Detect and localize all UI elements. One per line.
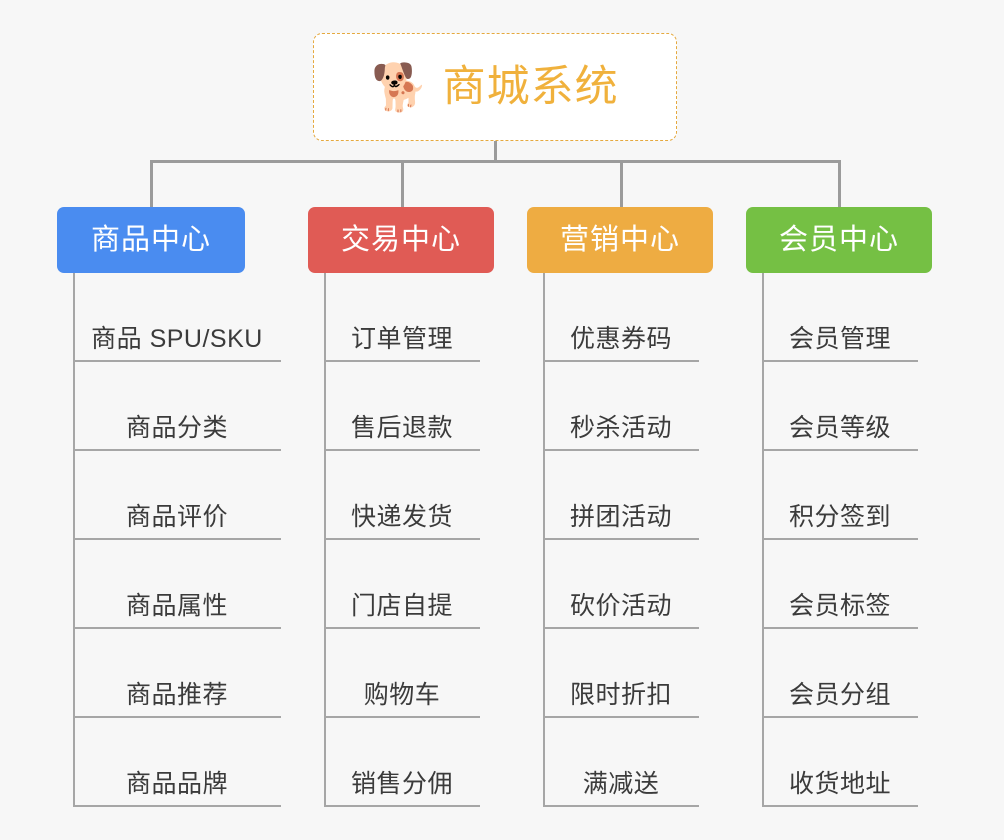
leaf-item-label: 会员分组	[788, 681, 891, 709]
leaf-item-label: 商品分类	[125, 414, 228, 442]
leaf-item[interactable]: 商品属性	[73, 540, 281, 629]
leaf-item-label: 商品推荐	[125, 681, 228, 709]
leaf-list-product-center: 商品 SPU/SKU 商品分类 商品评价 商品属性 商品推荐 商品品牌	[73, 273, 281, 807]
branch-header-label: 营销中心	[559, 223, 680, 256]
leaf-item-label: 满减送	[582, 770, 660, 798]
leaf-item[interactable]: 砍价活动	[543, 540, 699, 629]
branch-header-label: 会员中心	[778, 223, 899, 256]
leaf-item[interactable]: 销售分佣	[324, 718, 480, 807]
leaf-item[interactable]: 会员等级	[762, 362, 918, 451]
leaf-item-label: 商品品牌	[125, 770, 228, 798]
leaf-item-label: 拼团活动	[569, 503, 672, 531]
leaf-item-label: 秒杀活动	[569, 414, 672, 442]
branch-header-member-center[interactable]: 会员中心	[746, 207, 932, 273]
leaf-item-label: 销售分佣	[350, 770, 453, 798]
leaf-item-label: 优惠券码	[569, 325, 672, 353]
branch-header-product-center[interactable]: 商品中心	[57, 207, 245, 273]
leaf-list-transaction-center: 订单管理 售后退款 快递发货 门店自提 购物车 销售分佣	[324, 273, 480, 807]
branch-header-transaction-center[interactable]: 交易中心	[308, 207, 494, 273]
leaf-item-label: 会员等级	[788, 414, 891, 442]
branch-header-label: 商品中心	[90, 223, 211, 256]
leaf-item[interactable]: 限时折扣	[543, 629, 699, 718]
leaf-item-label: 商品评价	[125, 503, 228, 531]
leaf-item-label: 购物车	[363, 681, 441, 709]
leaf-item[interactable]: 优惠券码	[543, 273, 699, 362]
leaf-item-label: 限时折扣	[569, 681, 672, 709]
leaf-item[interactable]: 秒杀活动	[543, 362, 699, 451]
root-title: 商城系统	[442, 62, 619, 111]
leaf-item-label: 商品属性	[125, 592, 228, 620]
branch-trunk-line	[543, 273, 545, 807]
branch-header-label: 交易中心	[340, 223, 461, 256]
leaf-item-label: 商品 SPU/SKU	[91, 325, 263, 353]
shiba-dog-face-icon: 🐕	[371, 61, 429, 113]
leaf-item[interactable]: 快递发货	[324, 451, 480, 540]
leaf-item[interactable]: 满减送	[543, 718, 699, 807]
root-node[interactable]: 🐕 商城系统	[313, 33, 677, 141]
leaf-item[interactable]: 商品 SPU/SKU	[73, 273, 281, 362]
leaf-item[interactable]: 收货地址	[762, 718, 918, 807]
leaf-item-label: 快递发货	[350, 503, 453, 531]
leaf-item[interactable]: 门店自提	[324, 540, 480, 629]
leaf-item-label: 售后退款	[350, 414, 453, 442]
branch-header-marketing-center[interactable]: 营销中心	[527, 207, 713, 273]
leaf-item[interactable]: 会员分组	[762, 629, 918, 718]
branch-trunk-line	[762, 273, 764, 807]
branch-trunk-line	[73, 273, 75, 807]
leaf-item[interactable]: 商品推荐	[73, 629, 281, 718]
leaf-item-label: 收货地址	[788, 770, 891, 798]
leaf-item-label: 订单管理	[350, 325, 453, 353]
leaf-item-label: 积分签到	[788, 503, 891, 531]
leaf-item[interactable]: 商品评价	[73, 451, 281, 540]
leaf-item[interactable]: 会员标签	[762, 540, 918, 629]
connector-drop-branch-3	[620, 160, 623, 208]
leaf-item-label: 会员标签	[788, 592, 891, 620]
leaf-item[interactable]: 积分签到	[762, 451, 918, 540]
connector-root-stem	[494, 141, 497, 162]
leaf-item[interactable]: 购物车	[324, 629, 480, 718]
leaf-item[interactable]: 订单管理	[324, 273, 480, 362]
connector-drop-branch-2	[401, 160, 404, 208]
leaf-item[interactable]: 拼团活动	[543, 451, 699, 540]
leaf-item-label: 砍价活动	[569, 592, 672, 620]
branch-trunk-line	[324, 273, 326, 807]
connector-horizontal-bus	[150, 160, 840, 163]
leaf-list-marketing-center: 优惠券码 秒杀活动 拼团活动 砍价活动 限时折扣 满减送	[543, 273, 699, 807]
leaf-item[interactable]: 售后退款	[324, 362, 480, 451]
leaf-list-member-center: 会员管理 会员等级 积分签到 会员标签 会员分组 收货地址	[762, 273, 918, 807]
connector-drop-branch-1	[150, 160, 153, 208]
leaf-item[interactable]: 会员管理	[762, 273, 918, 362]
leaf-item-label: 会员管理	[788, 325, 891, 353]
leaf-item[interactable]: 商品品牌	[73, 718, 281, 807]
leaf-item-label: 门店自提	[350, 592, 453, 620]
connector-drop-branch-4	[838, 160, 841, 208]
leaf-item[interactable]: 商品分类	[73, 362, 281, 451]
